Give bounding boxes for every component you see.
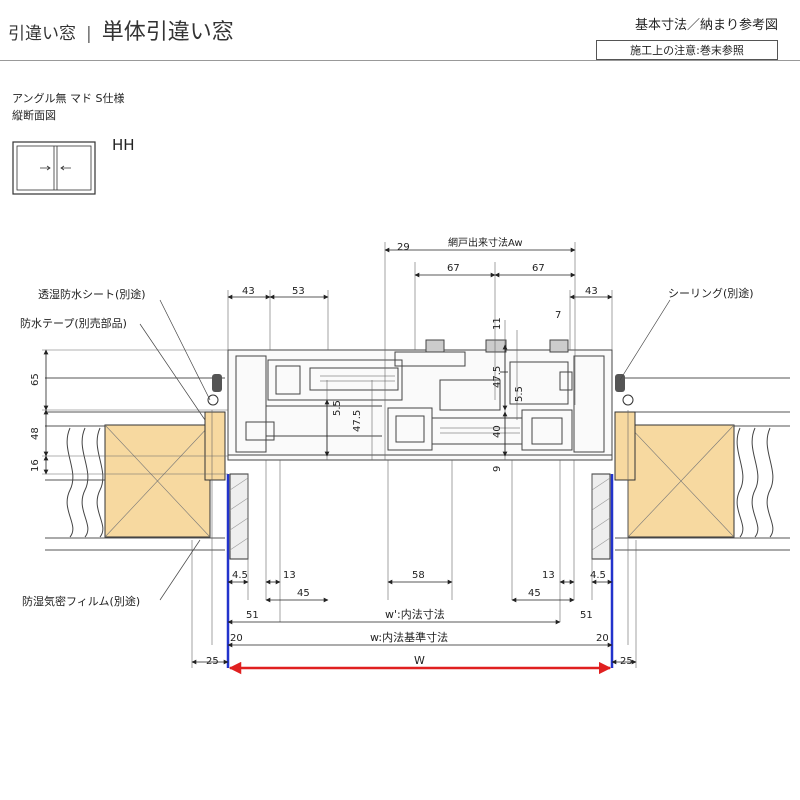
header-separator: | — [86, 24, 92, 44]
dim-inner-w: w:内法基準寸法 — [370, 630, 448, 644]
dim-47-5-left: 47.5 — [352, 410, 363, 432]
window-thumbnail — [12, 141, 96, 195]
dim-inner-w-prime: w':内法寸法 — [385, 607, 445, 621]
dim-16: 16 — [30, 459, 41, 472]
dim-11: 11 — [492, 317, 503, 330]
dim-43-right: 43 — [585, 286, 598, 297]
dim-53: 53 — [292, 286, 305, 297]
dim-20-left: 20 — [230, 633, 243, 644]
dim-45-left: 45 — [297, 588, 310, 599]
dim-9: 9 — [492, 466, 503, 472]
dim-65: 65 — [30, 373, 41, 386]
dim-overall-w: W — [414, 654, 425, 667]
callout-waterproof-tape: 防水テープ(別売部品) — [20, 316, 127, 330]
leader-lines — [139, 299, 671, 601]
model-code: HH — [112, 136, 135, 154]
dim-29: 29 — [397, 242, 410, 253]
wood-block-right — [614, 411, 735, 538]
drywall-returns — [229, 473, 611, 560]
spec-line-1: アングル無 マド S仕様 — [12, 92, 125, 105]
header-left: 引違い窓 | 単体引違い窓 — [8, 14, 234, 46]
dim-25-left: 25 — [206, 656, 219, 667]
callout-moisture-sheet: 透湿防水シート(別途) — [38, 287, 146, 301]
dim-20-right: 20 — [596, 633, 609, 644]
doc-type-label: 基本寸法／納まり参考図 — [634, 18, 778, 33]
dim-67-right: 67 — [532, 263, 545, 274]
page-title: 単体引違い窓 — [101, 20, 234, 45]
blue-reference-lines — [226, 474, 614, 668]
dim-67-left: 67 — [447, 263, 460, 274]
dimension-lines — [43, 247, 637, 665]
dim-43-left: 43 — [242, 286, 255, 297]
extension-lines — [42, 242, 637, 668]
spec-block: アングル無 マド S仕様 縦断面図 — [12, 90, 125, 124]
dim-5-5-right: 5.5 — [514, 386, 525, 402]
sealant — [207, 374, 634, 406]
dim-58: 58 — [412, 570, 425, 581]
construction-note: 施工上の注意:巻末参照 — [596, 40, 778, 60]
dim-47-5-right: 47.5 — [492, 366, 503, 388]
wood-block-left — [104, 411, 226, 538]
dim-7: 7 — [555, 310, 561, 321]
dim-4-5-left: 4.5 — [232, 570, 248, 581]
dim-51-right: 51 — [580, 610, 593, 621]
dim-25-right: 25 — [620, 656, 633, 667]
dim-4-5-right: 4.5 — [590, 570, 606, 581]
dim-screen-aw: 網戸出来寸法Aw — [448, 236, 523, 249]
header-divider — [0, 60, 800, 61]
dim-40: 40 — [492, 425, 503, 438]
dim-48: 48 — [30, 427, 41, 440]
callout-vapor-film: 防湿気密フィルム(別途) — [22, 594, 140, 608]
frame-profile — [227, 339, 613, 461]
insulation — [66, 427, 774, 538]
category-label: 引違い窓 — [8, 24, 76, 44]
dim-51-left: 51 — [246, 610, 259, 621]
dim-13-left: 13 — [283, 570, 296, 581]
spec-line-2: 縦断面図 — [12, 109, 56, 122]
callout-sealing: シーリング(別途) — [668, 286, 754, 300]
dim-45-right: 45 — [528, 588, 541, 599]
dim-5-5-left: 5.5 — [332, 400, 343, 416]
dim-13-right: 13 — [542, 570, 555, 581]
